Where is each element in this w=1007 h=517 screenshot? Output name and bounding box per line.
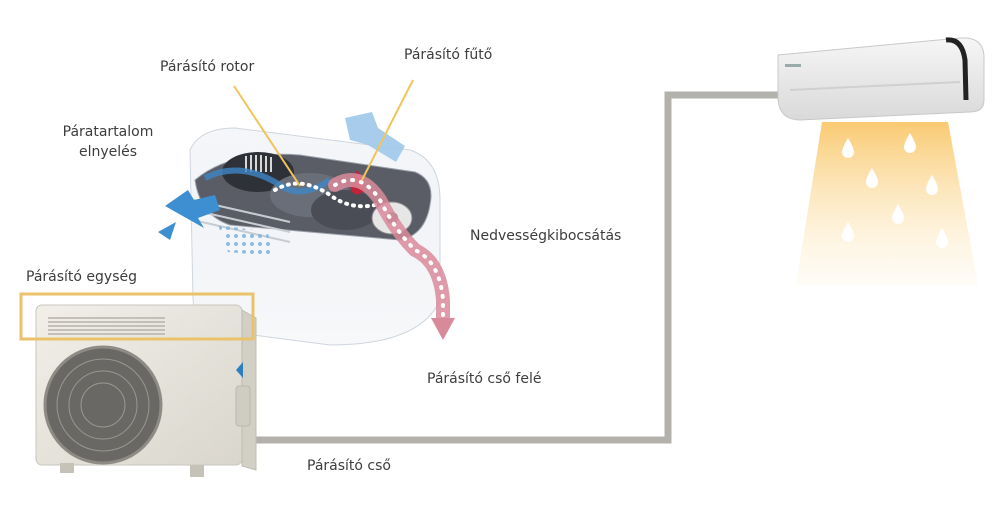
indoor-unit (777, 37, 985, 121)
outdoor-unit (35, 304, 257, 477)
label-pipe: Párásító cső (307, 458, 391, 474)
humidifier-pipe (255, 91, 785, 444)
water-drop-icons (842, 133, 948, 248)
label-absorption-line1: Páratartalom (62, 124, 154, 140)
heater-leader-line (361, 79, 414, 181)
brand-logo-icon (236, 362, 243, 378)
moisture-flow-arrow (328, 173, 455, 340)
label-release: Nedvességkibocsátás (470, 228, 622, 244)
label-absorption-line2: elnyelés (78, 144, 138, 160)
label-absorption: Páratartalom elnyelés (48, 122, 168, 162)
label-rotor: Párásító rotor (160, 59, 255, 75)
label-heater: Párásító fűtő (404, 47, 493, 63)
airflow-arrows (158, 112, 405, 256)
warm-air-glow (796, 122, 978, 285)
label-to-pipe: Párásító cső felé (427, 371, 542, 387)
rotor-fins (245, 155, 272, 172)
rotor-leader-line (233, 85, 301, 187)
humidifier-unit-highlight (19, 292, 255, 341)
label-unit: Párásító egység (26, 269, 137, 285)
fan-grille (43, 345, 163, 465)
top-vent (48, 317, 165, 335)
